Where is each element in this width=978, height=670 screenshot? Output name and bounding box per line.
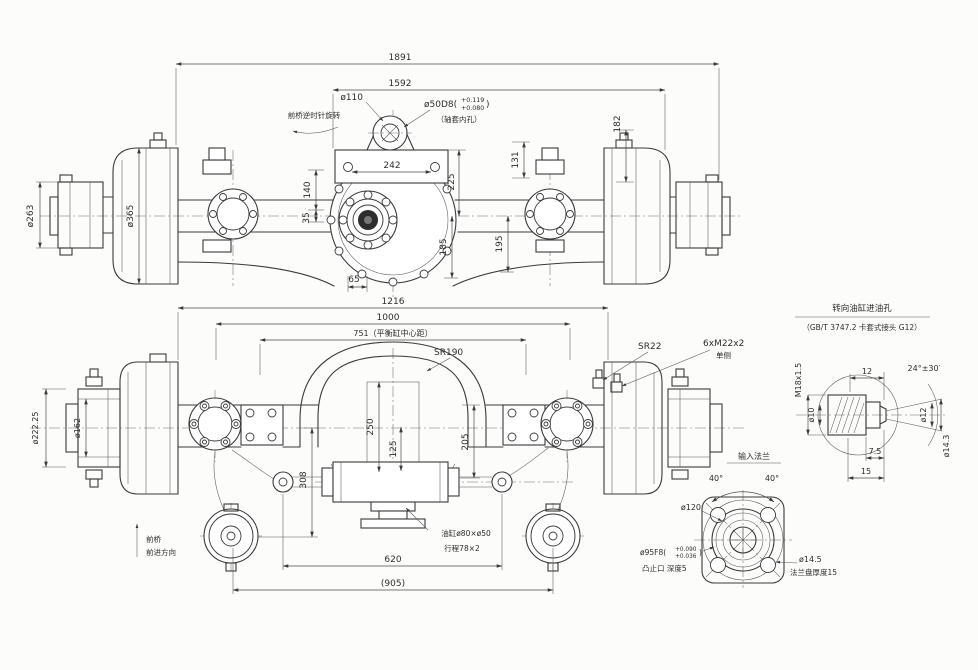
dim-65: 65: [348, 275, 359, 285]
right-brake-drum-bottom: [592, 361, 663, 495]
dim-205: 205: [461, 433, 471, 450]
dim-7-5: 7.5: [869, 447, 882, 456]
right-spring-pad: [502, 404, 546, 446]
note-cylinder-size: 油缸ø80×ø50: [441, 528, 491, 538]
dim-308: 308: [299, 471, 309, 488]
label-d14-5: ø14.5: [799, 555, 822, 564]
fitting-body: [827, 394, 943, 436]
dim-40-right: 40°: [765, 474, 779, 483]
dim-182: 182: [613, 115, 623, 132]
top-view-dimensions: 1891 1592 ø110 ø50D8( +0.119 +0.080 ) （轴…: [26, 53, 720, 292]
label-d95: ø95F8(: [640, 548, 666, 557]
oil-inlet-fitting-detail: 转向油缸进油孔 （GB/T 3747.2 卡套式接头 G12） M18x1.5: [794, 303, 951, 482]
note-sleeve-bore: （轴套内孔）: [437, 114, 482, 124]
dim-225: 225: [447, 173, 457, 190]
dim-cone-angle: 24°±30′: [908, 364, 941, 373]
dim-242: 242: [383, 161, 400, 171]
right-knuckle-flange-bottom: [540, 397, 605, 451]
right-hub-bottom: [667, 368, 723, 480]
flange-bolt-holes: [710, 507, 776, 573]
label-sr22: SR22: [638, 342, 661, 352]
bottom-view-dimensions: 1216 1000 751（平衡缸中心距） SR190 SR22 6xM22x2…: [31, 297, 744, 594]
label-d50-tol-top: +0.119: [461, 97, 484, 104]
dim-620: 620: [384, 555, 401, 565]
label-d12: ø12: [919, 407, 928, 422]
label-d50: ø50D8(: [424, 100, 457, 110]
label-sr190: SR190: [434, 348, 463, 358]
note-studs-side: 单侧: [716, 350, 731, 360]
note-spigot: 凸止口 深度5: [642, 563, 687, 573]
input-flange-detail: 输入法兰 40° 40° ø120 ø95F8( +0.090 +0.036 ): [640, 451, 837, 588]
left-hub-reducer: [49, 174, 104, 256]
label-d263: ø263: [26, 205, 36, 228]
label-d162: ø162: [73, 418, 82, 438]
dim-1592: 1592: [389, 79, 412, 89]
label-d222: ø222.25: [31, 412, 40, 445]
dim-15: 15: [861, 467, 871, 476]
dim-250: 250: [366, 418, 376, 435]
label-d95-tol-top: +0.090: [675, 547, 697, 553]
note-forward-direction: 前进方向: [146, 547, 176, 557]
label-d95-close: ): [699, 548, 702, 557]
label-d14-3: ø14.3: [942, 435, 951, 458]
label-wheel-studs: 6xM22x2: [703, 339, 744, 349]
left-brake-drum-bottom: [119, 353, 179, 495]
dim-35: 35: [302, 212, 312, 223]
input-flange-top: [338, 190, 398, 250]
fitting-dimensions: M18x1.5 ø10 12 24°±30′ ø12 ø14.3 7.5 15: [794, 363, 951, 482]
dim-751: 751（平衡缸中心距）: [353, 328, 432, 338]
right-brake-drum: [603, 132, 677, 285]
label-d120: ø120: [681, 503, 701, 512]
left-brake-chamber: [200, 451, 262, 572]
top-view: 1891 1592 ø110 ø50D8( +0.119 +0.080 ) （轴…: [26, 53, 742, 300]
note-cylinder-stroke: 行程78×2: [444, 543, 480, 553]
dim-12: 12: [862, 367, 872, 376]
dim-185: 185: [439, 238, 449, 255]
label-d10: ø10: [807, 407, 816, 422]
dim-1891: 1891: [389, 53, 412, 63]
right-steering-knuckle: [524, 147, 576, 253]
dim-131: 131: [511, 151, 521, 168]
dim-1000: 1000: [377, 313, 400, 323]
label-thread: M18x1.5: [794, 363, 803, 398]
label-d50-close: ): [486, 100, 490, 110]
dim-195: 195: [495, 235, 505, 252]
bottom-view: 1216 1000 751（平衡缸中心距） SR190 SR22 6xM22x2…: [30, 297, 745, 594]
label-d50-tol-bot: +0.080: [461, 105, 484, 112]
note-flange-thickness: 法兰盘厚度15: [790, 567, 837, 577]
left-spring-pad: [240, 404, 284, 446]
note-rotation: 前桥逆时针旋转: [288, 110, 341, 120]
left-knuckle-flange-bottom: [177, 397, 242, 451]
dim-1216: 1216: [382, 297, 405, 307]
dim-125: 125: [389, 440, 399, 457]
dim-140: 140: [303, 181, 313, 198]
label-d95-tol-bot: +0.036: [675, 554, 697, 560]
left-brake-drum: [102, 132, 179, 285]
note-front-axle: 前桥: [146, 534, 161, 544]
dim-905: (905): [381, 579, 405, 589]
left-steering-knuckle: [202, 147, 259, 253]
steering-cylinder: [231, 447, 575, 529]
fitting-subtitle: （GB/T 3747.2 卡套式接头 G12）: [802, 322, 921, 332]
flange-title: 输入法兰: [738, 451, 770, 461]
right-hub-reducer: [675, 174, 731, 256]
label-d110: ø110: [340, 93, 363, 103]
fitting-title: 转向油缸进油孔: [832, 303, 892, 314]
label-d365: ø365: [126, 205, 136, 228]
differential-housing: [326, 115, 457, 287]
dim-40-left: 40°: [709, 474, 723, 483]
